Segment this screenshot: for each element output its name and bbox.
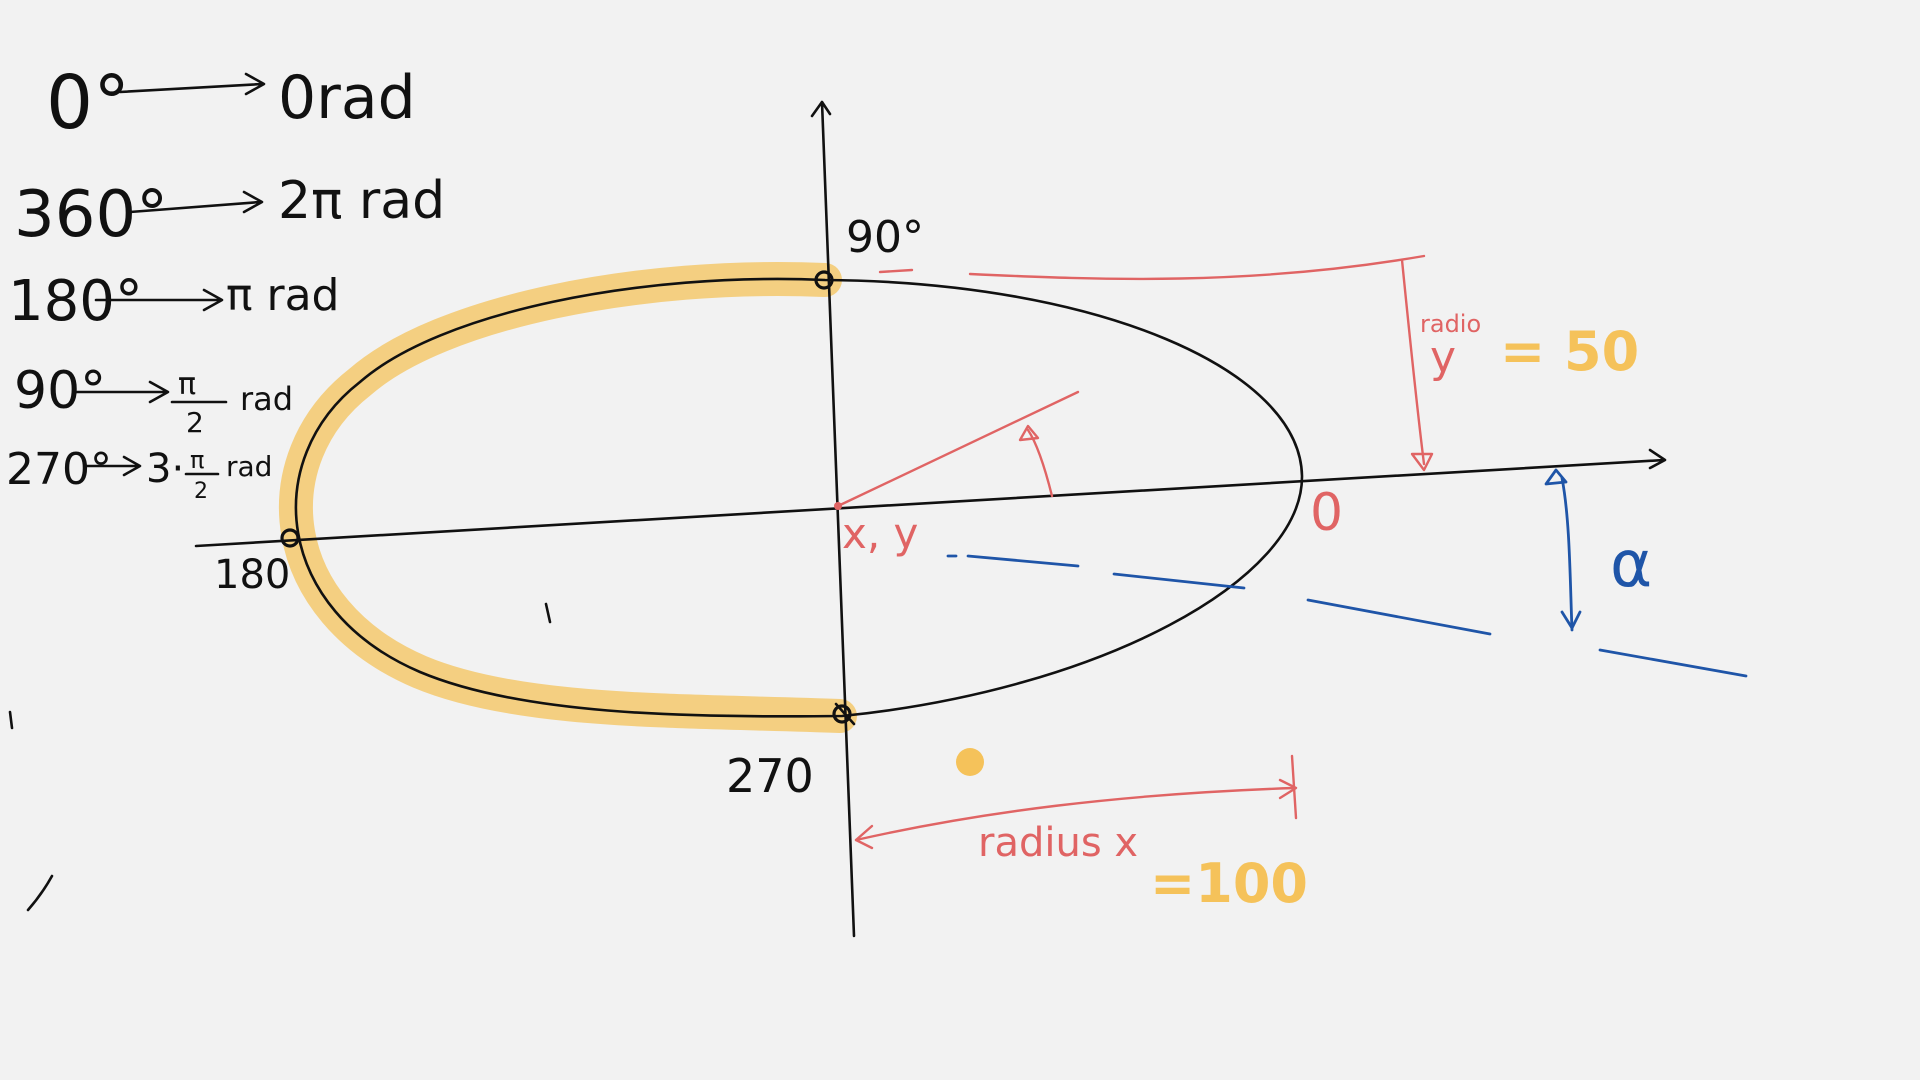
stray-mark-center [544,602,552,624]
angle-arc [1026,428,1054,498]
note-90-rad-unit: rad [240,380,293,418]
point-180-deg [280,528,300,548]
coordinate-axes [194,100,1667,938]
note-line-0-deg: 0° 0rad [46,60,416,146]
note-270-degrees: 270° [6,444,112,495]
note-180-arrow [94,288,224,312]
note-270-rad-coefficient: 3· [146,446,184,492]
point-90-deg [814,270,834,290]
radius-y-arrow-shaft [1400,258,1426,466]
blue-dash-3 [1306,598,1492,636]
yellow-dot [956,748,984,776]
note-90-arrow [74,380,170,404]
center-label-xy: x, y [842,509,918,558]
stray-mark-left [8,710,14,730]
radius-y-top-guide [968,254,1426,281]
note-90-rad-numerator: π [178,367,196,402]
note-270-rad-unit: rad [226,450,272,483]
alpha-angle-annotation: α [946,468,1748,678]
note-180-degrees: 180° [8,269,143,334]
radius-x-end-tick [1290,754,1298,820]
point-270-deg [832,704,852,724]
label-180: 180 [214,552,290,598]
radius-y-annotation: radio y = 50 [968,254,1639,472]
radius-x-value: =100 [1150,852,1308,915]
radius-y-arrowhead [1410,452,1434,472]
note-0-degrees: 0° [46,60,130,146]
label-0: 0 [1310,483,1343,543]
radius-y-word: radio [1420,310,1481,338]
radius-y-symbol: y [1430,332,1456,383]
note-line-90-deg: 90° π 2 rad [14,361,293,439]
radius-line [836,390,1080,508]
radius-y-value: = 50 [1500,320,1639,383]
vertical-axis-arrowhead [810,100,832,118]
note-180-radians: π rad [226,270,339,321]
note-line-360-deg: 360° 2π rad [14,171,445,252]
label-90-underline [878,268,914,274]
note-360-arrow [128,190,264,214]
radius-x-right-arrowhead [1278,778,1298,800]
alpha-arc-top-arrowhead [1544,468,1568,486]
blue-dash-1 [966,554,1080,568]
ellipse-points [280,270,856,726]
note-0-arrow [118,72,266,96]
note-line-270-deg: 270° 3· π 2 rad [6,444,272,504]
note-line-180-deg: 180° π rad [8,269,339,334]
note-270-rad-denominator: 2 [194,479,208,504]
horizontal-axis-arrowhead [1648,448,1667,470]
alpha-arc-bottom-arrowhead [1560,610,1582,630]
note-90-rad-denominator: 2 [186,406,204,439]
blue-dash-2 [1112,572,1246,590]
ellipse [294,277,1304,718]
conversion-notes: 0° 0rad 360° 2π rad 180° π rad 90° π 2 r… [6,60,445,912]
vertical-axis [820,100,856,938]
center-point [834,502,842,510]
horizontal-axis [194,458,1666,548]
note-270-arrow [84,455,142,477]
note-360-degrees: 360° [14,178,168,252]
label-90-degrees: 90° [846,212,924,263]
note-0-radians: 0rad [278,63,416,133]
blue-dash-4 [1598,648,1748,678]
angle-arc-arrowhead [1018,424,1040,442]
note-360-radians: 2π rad [278,171,445,231]
note-270-rad-numerator: π [190,446,204,474]
radius-x-left-arrowhead [854,824,874,850]
alpha-symbol: α [1610,528,1652,602]
radius-x-text: radius x [978,820,1138,866]
radius-x-arrow [854,786,1296,842]
point-270-tick [834,702,856,726]
alpha-arc [1560,476,1574,632]
radius-vector: x, y [834,390,1080,558]
stray-mark-bottom-left [26,874,54,912]
radius-x-annotation: radius x =100 [854,748,1308,915]
label-270: 270 [726,749,814,803]
